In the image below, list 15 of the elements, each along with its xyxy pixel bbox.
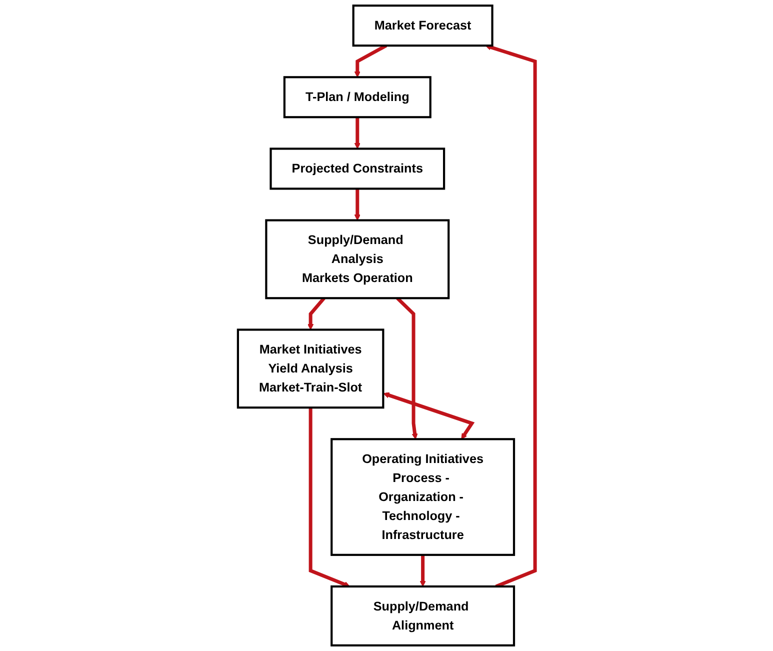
- arrow: [308, 408, 350, 588]
- node-box: Supply/Demand Alignment: [330, 585, 516, 646]
- arrow: [354, 188, 360, 221]
- node-box: Market Forecast: [352, 4, 494, 47]
- arrow: [307, 297, 326, 330]
- arrow: [420, 554, 426, 587]
- node-box: Market Initiatives Yield Analysis Market-Train-Slot: [236, 328, 384, 409]
- node-box: Supply/Demand Analysis Markets Operation: [265, 219, 450, 300]
- arrow: [354, 117, 360, 149]
- arrow: [354, 44, 388, 78]
- node-box: Operating Initiatives Process - Organization - Technology - Infrastructure: [330, 438, 516, 556]
- node-box: T-Plan / Modeling: [283, 76, 432, 118]
- arrow: [396, 296, 418, 440]
- arrow: [383, 392, 475, 440]
- node-box: Projected Constraints: [270, 148, 446, 190]
